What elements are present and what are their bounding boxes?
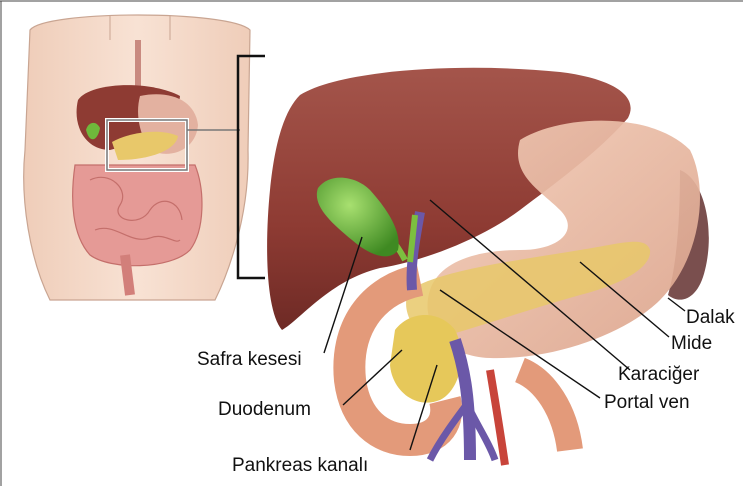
leader-dalak [668,298,685,311]
label-pankreas-kanali: Pankreas kanalı [232,455,368,477]
label-dalak: Dalak [686,307,735,329]
label-safra-kesesi: Safra kesesi [197,349,302,371]
torso-figure [24,15,250,300]
pancreas-head [390,315,461,403]
jejunum [520,370,570,450]
label-portal-ven: Portal ven [604,392,690,414]
label-duodenum: Duodenum [218,399,311,421]
label-karaciger: Karaciğer [618,364,699,386]
label-mide: Mide [671,333,712,355]
